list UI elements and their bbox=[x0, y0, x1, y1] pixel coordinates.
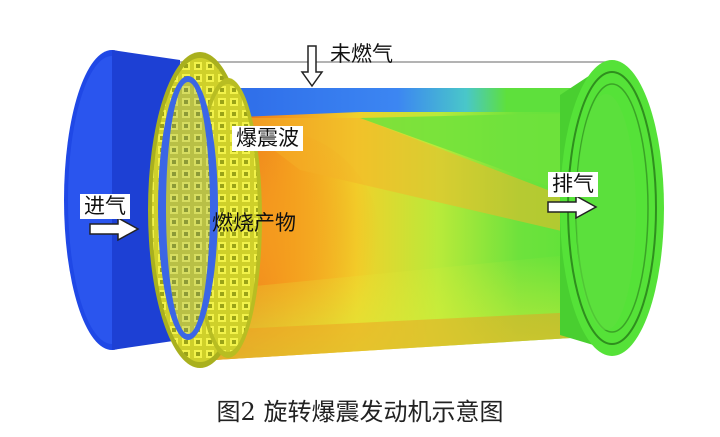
label-unburned-gas: 未燃气 bbox=[330, 42, 393, 66]
inlet-right-arrow-icon bbox=[89, 216, 140, 242]
label-combustion-products: 燃烧产物 bbox=[212, 211, 296, 235]
exhaust-right-arrow-icon bbox=[547, 194, 598, 220]
figure-caption: 图2 旋转爆震发动机示意图 bbox=[216, 398, 504, 426]
label-detonation-wave: 爆震波 bbox=[232, 126, 303, 151]
injector-ring bbox=[148, 52, 262, 368]
down-arrow-icon bbox=[300, 45, 324, 88]
label-exhaust: 排气 bbox=[548, 172, 598, 197]
label-inlet: 进气 bbox=[80, 194, 130, 219]
